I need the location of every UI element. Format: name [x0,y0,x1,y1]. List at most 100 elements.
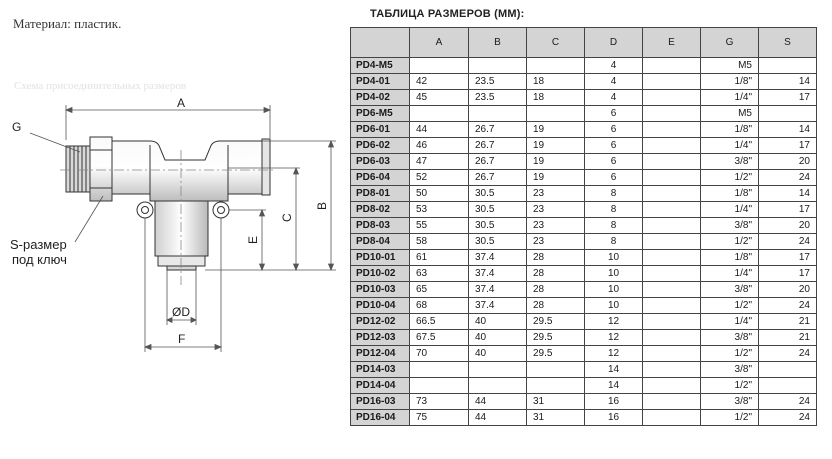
value-cell: 4 [584,57,643,74]
value-cell: 46 [409,137,469,154]
value-cell: 23 [526,217,585,234]
value-cell: 1/2" [700,377,759,394]
value-cell: 6 [584,105,643,122]
value-cell [409,105,469,122]
value-cell: 21 [758,313,817,330]
model-cell: PD8-04 [350,233,410,250]
value-cell: 44 [468,409,527,426]
model-cell: PD10-04 [350,297,410,314]
value-cell [642,73,701,90]
value-cell: 1/2" [700,169,759,186]
value-cell [642,201,701,218]
model-cell: PD12-03 [350,329,410,346]
table-header-row: A B C D E G S [350,27,817,58]
model-cell: PD16-04 [350,409,410,426]
value-cell: 10 [584,297,643,314]
value-cell [642,137,701,154]
value-cell: 30.5 [468,217,527,234]
model-cell: PD10-03 [350,281,410,298]
label-od: ØD [172,305,190,319]
value-cell: 29.5 [526,345,585,362]
value-cell: 30.5 [468,233,527,250]
value-cell: 1/4" [700,89,759,106]
faded-caption: Схема присоединительных размеров [14,80,187,92]
value-cell: 28 [526,297,585,314]
value-cell [642,393,701,410]
value-cell: 19 [526,121,585,138]
value-cell [642,345,701,362]
value-cell: 24 [758,393,817,410]
value-cell: 28 [526,281,585,298]
value-cell [642,105,701,122]
value-cell [526,361,585,378]
value-cell [468,361,527,378]
value-cell: 12 [584,329,643,346]
value-cell: 75 [409,409,469,426]
header-cell [350,27,410,58]
value-cell: 45 [409,89,469,106]
value-cell [642,377,701,394]
value-cell: 3/8" [700,217,759,234]
value-cell: 20 [758,153,817,170]
value-cell [409,377,469,394]
value-cell: 26.7 [468,169,527,186]
value-cell: 53 [409,201,469,218]
value-cell [642,185,701,202]
model-cell: PD10-01 [350,249,410,266]
value-cell: 10 [584,249,643,266]
label-a: A [177,96,185,110]
value-cell: 40 [468,329,527,346]
value-cell: 28 [526,265,585,282]
value-cell: 1/4" [700,265,759,282]
value-cell: 24 [758,345,817,362]
label-s-line2: под ключ [12,252,67,267]
value-cell [526,377,585,394]
value-cell: 24 [758,233,817,250]
model-cell: PD4-M5 [350,57,410,74]
model-cell: PD8-02 [350,201,410,218]
value-cell: 23 [526,233,585,250]
value-cell: 24 [758,297,817,314]
value-cell [642,121,701,138]
value-cell: 31 [526,393,585,410]
value-cell: 26.7 [468,121,527,138]
value-cell: 17 [758,249,817,266]
value-cell [526,105,585,122]
value-cell: 3/8" [700,153,759,170]
value-cell [642,361,701,378]
model-cell: PD6-03 [350,153,410,170]
label-e: E [246,236,260,244]
value-cell: 30.5 [468,185,527,202]
value-cell: 29.5 [526,329,585,346]
value-cell: M5 [700,105,759,122]
value-cell: 18 [526,89,585,106]
value-cell [758,105,817,122]
model-cell: PD12-04 [350,345,410,362]
model-cell: PD4-01 [350,73,410,90]
label-b: B [315,202,329,210]
value-cell: 8 [584,217,643,234]
value-cell [758,361,817,378]
value-cell [409,361,469,378]
value-cell: 52 [409,169,469,186]
value-cell: 1/8" [700,185,759,202]
material-caption: Материал: пластик. [13,16,122,31]
dimension-labels: A B C E ØD F G S-размер под ключ [10,96,329,346]
value-cell: 58 [409,233,469,250]
value-cell: 50 [409,185,469,202]
model-cell: PD14-03 [350,361,410,378]
value-cell: 1/8" [700,121,759,138]
